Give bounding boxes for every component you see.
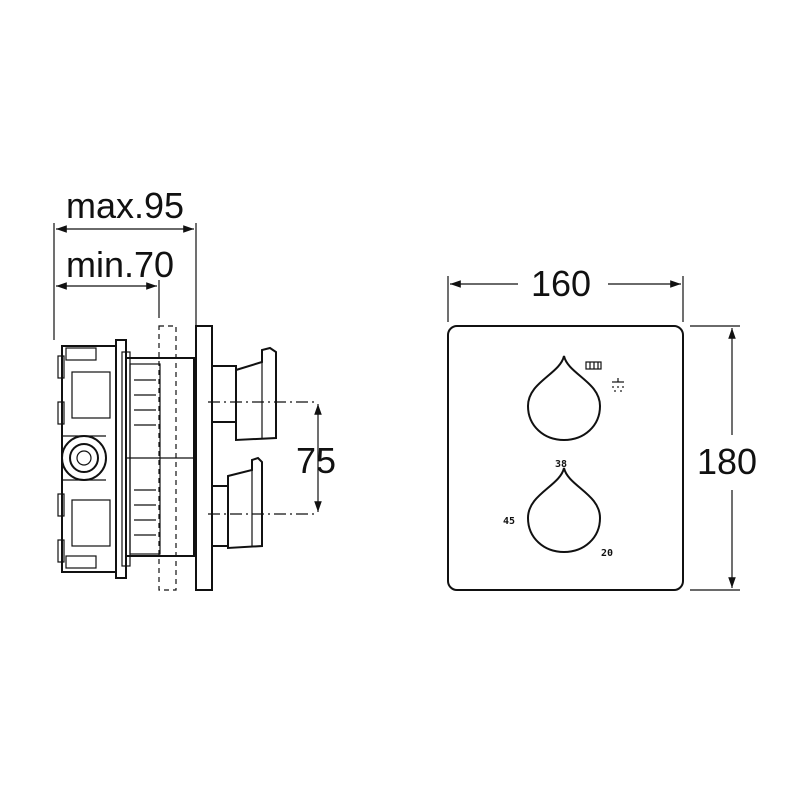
front-view: 160 180 [447, 263, 757, 591]
dimension-spacing: 75 [296, 404, 336, 512]
handle-top-side [211, 346, 277, 442]
dimension-min: min.70 [56, 244, 174, 318]
rough-in-body [57, 339, 195, 579]
dimension-max: max.95 [53, 185, 197, 340]
bath-icon [585, 361, 602, 370]
dimension-width: 160 [447, 263, 684, 322]
dimension-max-label: max.95 [66, 185, 184, 226]
handle-bottom-side [211, 456, 263, 550]
dimension-width-label: 160 [531, 263, 591, 304]
cover-plate-side [195, 325, 213, 591]
scale-label-top: 38 [555, 459, 567, 470]
dimension-height: 180 [690, 325, 757, 591]
shower-icon [612, 378, 624, 392]
scale-label-left: 45 [503, 516, 515, 527]
cover-plate-front [447, 325, 684, 591]
scale-label-right: 20 [601, 548, 613, 559]
dimension-height-label: 180 [697, 441, 757, 482]
dimension-spacing-label: 75 [296, 440, 336, 481]
diverter-handle [526, 355, 602, 442]
thermostat-handle [526, 467, 602, 554]
dimension-min-label: min.70 [66, 244, 174, 285]
side-view: max.95 min.70 [53, 185, 336, 591]
